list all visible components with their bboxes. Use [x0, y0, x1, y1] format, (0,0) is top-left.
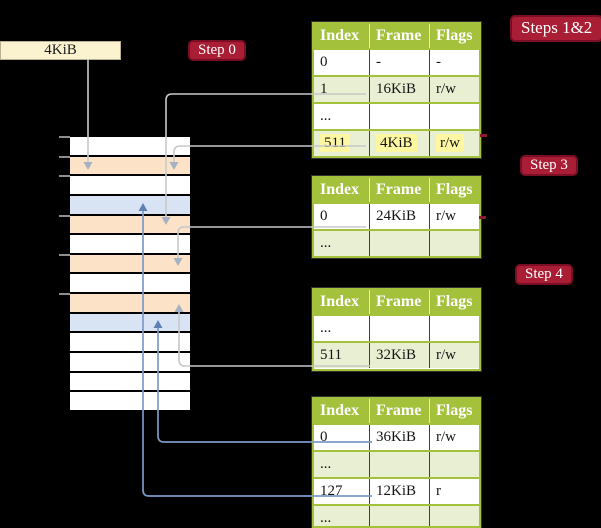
column-header-frame: Frame — [369, 24, 429, 48]
table-cell — [429, 506, 479, 526]
table-cell: ... — [320, 320, 332, 336]
steps-1-2-label: Steps 1&2 — [510, 15, 601, 42]
table-cell: r — [429, 479, 479, 504]
table-cell: - — [429, 50, 479, 75]
table-cell: 0 — [320, 208, 328, 224]
column-header-frame: Frame — [369, 178, 429, 202]
memory-row-3-blue — [70, 195, 190, 216]
memory-tick — [59, 214, 70, 217]
table-cell: ... — [320, 235, 332, 251]
memory-row-11-white — [70, 353, 190, 373]
table-cell — [369, 104, 429, 129]
memory-tick — [59, 155, 70, 158]
table-cell — [429, 316, 479, 341]
table-cell: 24KiB — [369, 204, 429, 229]
memory-row-8-orange — [70, 294, 190, 314]
memory-row-1-orange — [70, 156, 190, 177]
table-cell — [369, 506, 429, 526]
table-cell: ... — [320, 108, 332, 124]
table-cell — [429, 231, 479, 256]
table-cell: 511 — [314, 131, 369, 156]
step-0-label: Step 0 — [188, 40, 246, 61]
column-header-index: Index — [320, 402, 360, 419]
memory-tick — [59, 136, 70, 138]
memory-row-12-white — [70, 372, 190, 393]
memory-row-0-white — [70, 137, 190, 157]
table-cell: 0 — [320, 54, 328, 70]
memory-tick — [59, 175, 70, 178]
memory-tick — [59, 253, 70, 256]
memory-row-5-white — [70, 235, 190, 255]
table-row: ... — [314, 229, 479, 256]
column-header-index: Index — [320, 27, 360, 44]
table-cell: 4KiB — [369, 131, 429, 156]
column-header-flags: Flags — [429, 24, 479, 48]
physical-memory-column — [70, 137, 190, 412]
table-cell: 12KiB — [369, 479, 429, 504]
column-header-flags: Flags — [429, 399, 479, 423]
table-row: ... — [314, 450, 479, 477]
highlighted-cell-text: r/w — [436, 134, 464, 152]
column-header-flags: Flags — [429, 178, 479, 202]
memory-row-10-white — [70, 333, 190, 354]
table-row: ... — [314, 314, 479, 341]
table-cell: r/w — [429, 425, 479, 450]
page-table-base-register-box: 4KiB — [0, 41, 121, 60]
highlighted-cell-text: 511 — [320, 134, 350, 152]
table-cell — [369, 231, 429, 256]
memory-row-2-white — [70, 176, 190, 196]
table-cell: - — [369, 50, 429, 75]
column-header-frame: Frame — [369, 399, 429, 423]
table-cell: ... — [320, 510, 332, 526]
table-row: ... — [314, 102, 479, 129]
memory-row-13-white — [70, 392, 190, 412]
table-cell: r/w — [429, 204, 479, 229]
red-dash-marker — [479, 216, 486, 219]
table-cell — [429, 452, 479, 477]
table-cell: 36KiB — [369, 425, 429, 450]
table-cell: 1 — [320, 81, 328, 97]
column-header-frame: Frame — [369, 290, 429, 314]
table-cell: 511 — [320, 347, 342, 363]
table-cell: 16KiB — [369, 77, 429, 102]
memory-row-9-blue — [70, 313, 190, 334]
table-cell — [369, 316, 429, 341]
table-cell: 32KiB — [369, 343, 429, 368]
red-dash-marker — [480, 134, 487, 137]
memory-row-4-orange — [70, 215, 190, 236]
highlighted-cell-text: 4KiB — [376, 134, 417, 152]
column-header-index: Index — [320, 181, 360, 198]
memory-row-6-orange — [70, 254, 190, 275]
column-header-flags: Flags — [429, 290, 479, 314]
table-row: 511 4KiB r/w — [314, 129, 479, 156]
table-cell: r/w — [429, 343, 479, 368]
table-cell: r/w — [429, 131, 479, 156]
memory-tick — [59, 293, 70, 296]
table-cell: 0 — [320, 429, 328, 445]
table-cell: ... — [320, 456, 332, 472]
table-row: 0 -- — [314, 48, 479, 75]
table-cell — [429, 104, 479, 129]
step-4-label: Step 4 — [515, 264, 573, 285]
step-3-label: Step 3 — [520, 155, 578, 176]
memory-row-7-white — [70, 274, 190, 295]
table-cell: 127 — [320, 483, 343, 499]
table-cell — [369, 452, 429, 477]
table-row: ... — [314, 504, 479, 526]
table-cell: r/w — [429, 77, 479, 102]
column-header-index: Index — [320, 293, 360, 310]
